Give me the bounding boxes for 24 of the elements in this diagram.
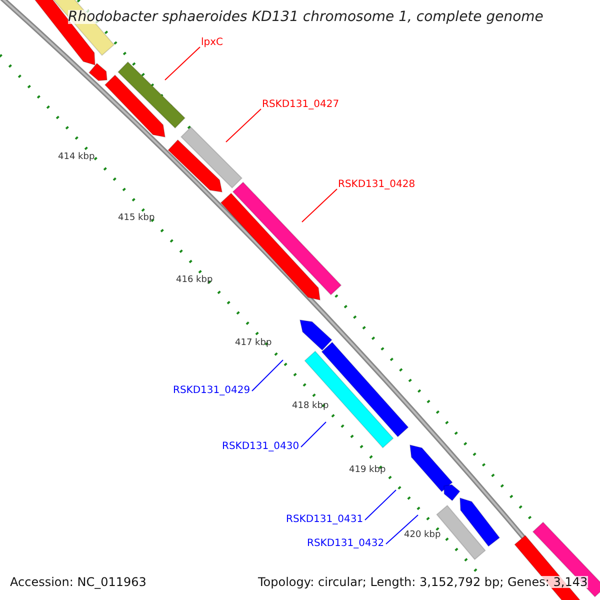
gene-label: RSKD131_0429 (173, 386, 250, 396)
leader-line (300, 422, 326, 448)
gene-label: lpxC (201, 38, 224, 48)
gene-label: RSKD131_0432 (307, 539, 384, 549)
leader-line (226, 108, 262, 142)
gene-label: RSKD131_0430 (222, 442, 300, 452)
leader-line (364, 490, 396, 520)
scale-label: 420 kbp (404, 531, 441, 540)
leader-line (164, 46, 200, 80)
footer-text: Topology: circular; Length: 3,152,792 bp; Genes: 3,143 (258, 576, 588, 588)
scale-label: 416 kbp (176, 276, 213, 285)
leader-line (386, 514, 418, 544)
gene-label: RSKD131_0428 (338, 180, 416, 190)
scale-label: 417 kbp (235, 339, 272, 348)
footer-text: Accession: NC_011963 (10, 576, 146, 588)
scale-label: 414 kbp (58, 153, 95, 162)
scale-label: 415 kbp (118, 214, 155, 223)
gene-label: RSKD131_0431 (286, 515, 364, 525)
gene-label: RSKD131_0427 (262, 100, 340, 110)
title: Rhodobacter sphaeroides KD131 chromosome 1, complete genome (68, 10, 544, 24)
leader-line (252, 360, 284, 392)
scale-label: 418 kbp (292, 402, 329, 411)
leader-line (302, 188, 338, 222)
scale-label: 419 kbp (349, 466, 386, 475)
